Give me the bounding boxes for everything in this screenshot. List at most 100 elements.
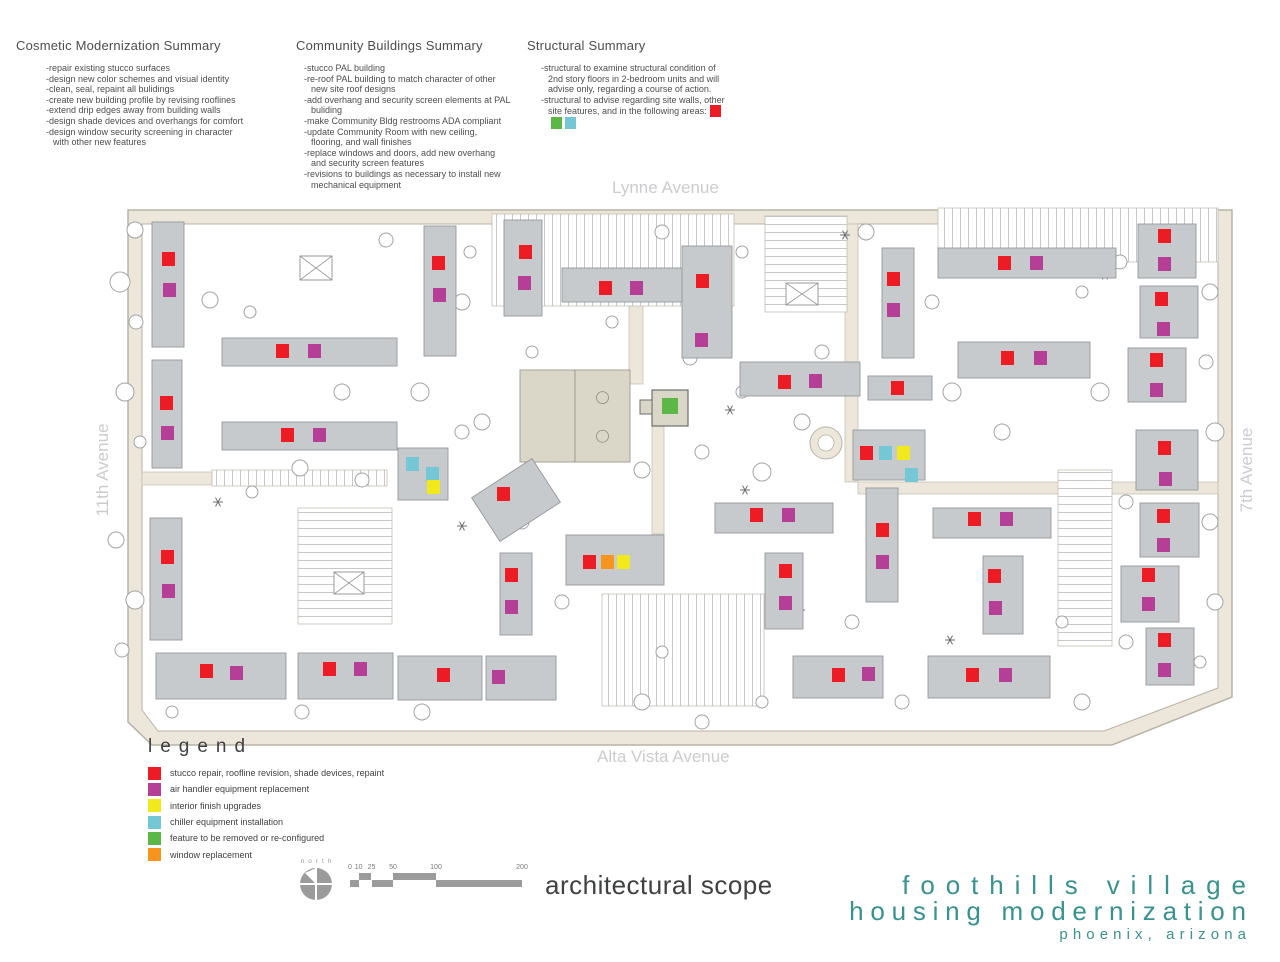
summary-item: -design new color schemes and visual ide… — [46, 73, 230, 84]
street-label-alta-vista-avenue: Alta Vista Avenue — [597, 747, 730, 766]
cyan-swatch-icon — [148, 815, 161, 829]
orange-swatch-icon — [148, 848, 161, 862]
scope-marker-purple — [779, 596, 792, 610]
tree-icon — [554, 594, 570, 610]
summary-item: -extend drip edges away from building wa… — [46, 105, 221, 116]
ramada-icon — [299, 255, 333, 281]
scope-marker-yellow — [427, 480, 440, 494]
legend-item-label: stucco repair, roofline revision, shade … — [170, 768, 385, 779]
north-arrow-icon — [300, 868, 332, 900]
scope-marker-red — [779, 564, 792, 578]
scope-marker-purple — [1034, 351, 1047, 365]
scope-marker-green — [662, 398, 678, 414]
scope-marker-red — [505, 568, 518, 582]
structural-summary-list: -structural to examine structural condit… — [527, 63, 726, 130]
scope-marker-red — [968, 512, 981, 526]
scope-marker-red — [437, 668, 450, 682]
scale-bar-segment — [350, 880, 359, 887]
road — [141, 471, 213, 486]
road — [844, 223, 859, 483]
scope-marker-red — [497, 487, 510, 501]
tree-icon — [114, 642, 130, 658]
cosmetic-summary: Cosmetic Modernization Summary -repair e… — [16, 38, 276, 148]
building — [927, 655, 1051, 699]
scope-marker-red — [1150, 353, 1163, 367]
scope-marker-red — [891, 381, 904, 395]
cosmetic-summary-title: Cosmetic Modernization Summary — [16, 38, 221, 53]
scale-tick-label: 10 — [354, 864, 363, 871]
building — [151, 359, 183, 469]
scope-marker-purple — [505, 600, 518, 614]
legend-item-label: window replacement — [170, 849, 253, 860]
scope-marker-purple — [230, 666, 243, 680]
tree-icon — [1055, 615, 1069, 629]
scale-tick-label: 50 — [389, 864, 397, 871]
legend-item-label: feature to be removed or re-configured — [170, 833, 325, 844]
scope-marker-purple — [518, 276, 531, 290]
project-name-line1: foothills village — [902, 870, 1257, 900]
scope-marker-purple — [1157, 538, 1170, 552]
scope-marker-red — [696, 274, 709, 288]
scope-marker-purple — [162, 584, 175, 598]
summary-item: -clean, seal, repaint all bulidings — [46, 84, 175, 95]
road — [857, 481, 1219, 495]
tree-icon — [109, 271, 131, 293]
yellow-swatch-icon — [148, 799, 161, 813]
tree-icon — [605, 315, 619, 329]
scope-marker-purple — [492, 670, 505, 684]
cyan-swatch-icon — [565, 117, 576, 130]
building — [155, 652, 287, 700]
summary-item: -repair existing stucco surfaces — [46, 63, 171, 73]
building — [714, 502, 834, 534]
scope-marker-purple — [354, 662, 367, 676]
tree-icon — [942, 382, 962, 402]
tree-icon — [125, 590, 145, 610]
tree-icon — [894, 694, 910, 710]
scope-marker-purple — [862, 667, 875, 681]
tree-icon — [245, 485, 259, 499]
tree-icon — [1073, 693, 1091, 711]
scope-marker-red — [276, 344, 289, 358]
scope-marker-purple — [1142, 597, 1155, 611]
legend-item-yellow: interior finish upgrades — [148, 798, 384, 814]
scope-marker-purple — [1030, 256, 1043, 270]
scope-marker-purple — [1157, 322, 1170, 336]
north-label: north — [300, 858, 336, 865]
purple-swatch-icon — [148, 782, 161, 796]
scope-marker-cyan — [879, 446, 892, 460]
summary-item: -re-roof PAL building to match character… — [304, 73, 496, 95]
ramada-icon — [333, 571, 365, 595]
tree-icon — [128, 314, 144, 330]
parking-lot — [297, 507, 393, 625]
scope-marker-red — [519, 245, 532, 259]
tree-icon — [1205, 422, 1225, 442]
scope-marker-purple — [999, 668, 1012, 682]
tree-icon — [857, 223, 875, 241]
legend-item-cyan: chiller equipment installation — [148, 814, 384, 830]
tree-icon — [133, 435, 147, 449]
tree-icon — [654, 224, 670, 240]
tree-icon — [735, 245, 749, 259]
building — [221, 421, 398, 451]
legend-rows: stucco repair, roofline revision, shade … — [148, 765, 384, 863]
summary-item: -make Community Bldg restrooms ADA compl… — [304, 116, 502, 127]
scope-marker-red — [1142, 568, 1155, 582]
legend-item-green: feature to be removed or re-configured — [148, 830, 384, 846]
tree-icon — [814, 344, 830, 360]
project-title-block: foothills village housing modernization … — [849, 872, 1246, 945]
scope-marker-red — [1155, 292, 1168, 306]
building — [957, 341, 1091, 379]
scope-marker-red — [200, 664, 213, 678]
scope-marker-purple — [1158, 663, 1171, 677]
legend-item-label: air handler equipment replacement — [170, 784, 310, 795]
scope-marker-purple — [809, 374, 822, 388]
tree-icon — [1090, 382, 1110, 402]
parking-lot — [601, 593, 765, 707]
summary-item: -revisions to buildings as necessary to … — [304, 169, 501, 190]
scope-marker-purple — [433, 288, 446, 302]
scope-marker-red — [160, 396, 173, 410]
summary-item: -create new building profile by revising… — [46, 94, 236, 105]
summary-item: -update Community Room with new ceiling,… — [304, 126, 478, 148]
tree-icon — [694, 714, 710, 730]
